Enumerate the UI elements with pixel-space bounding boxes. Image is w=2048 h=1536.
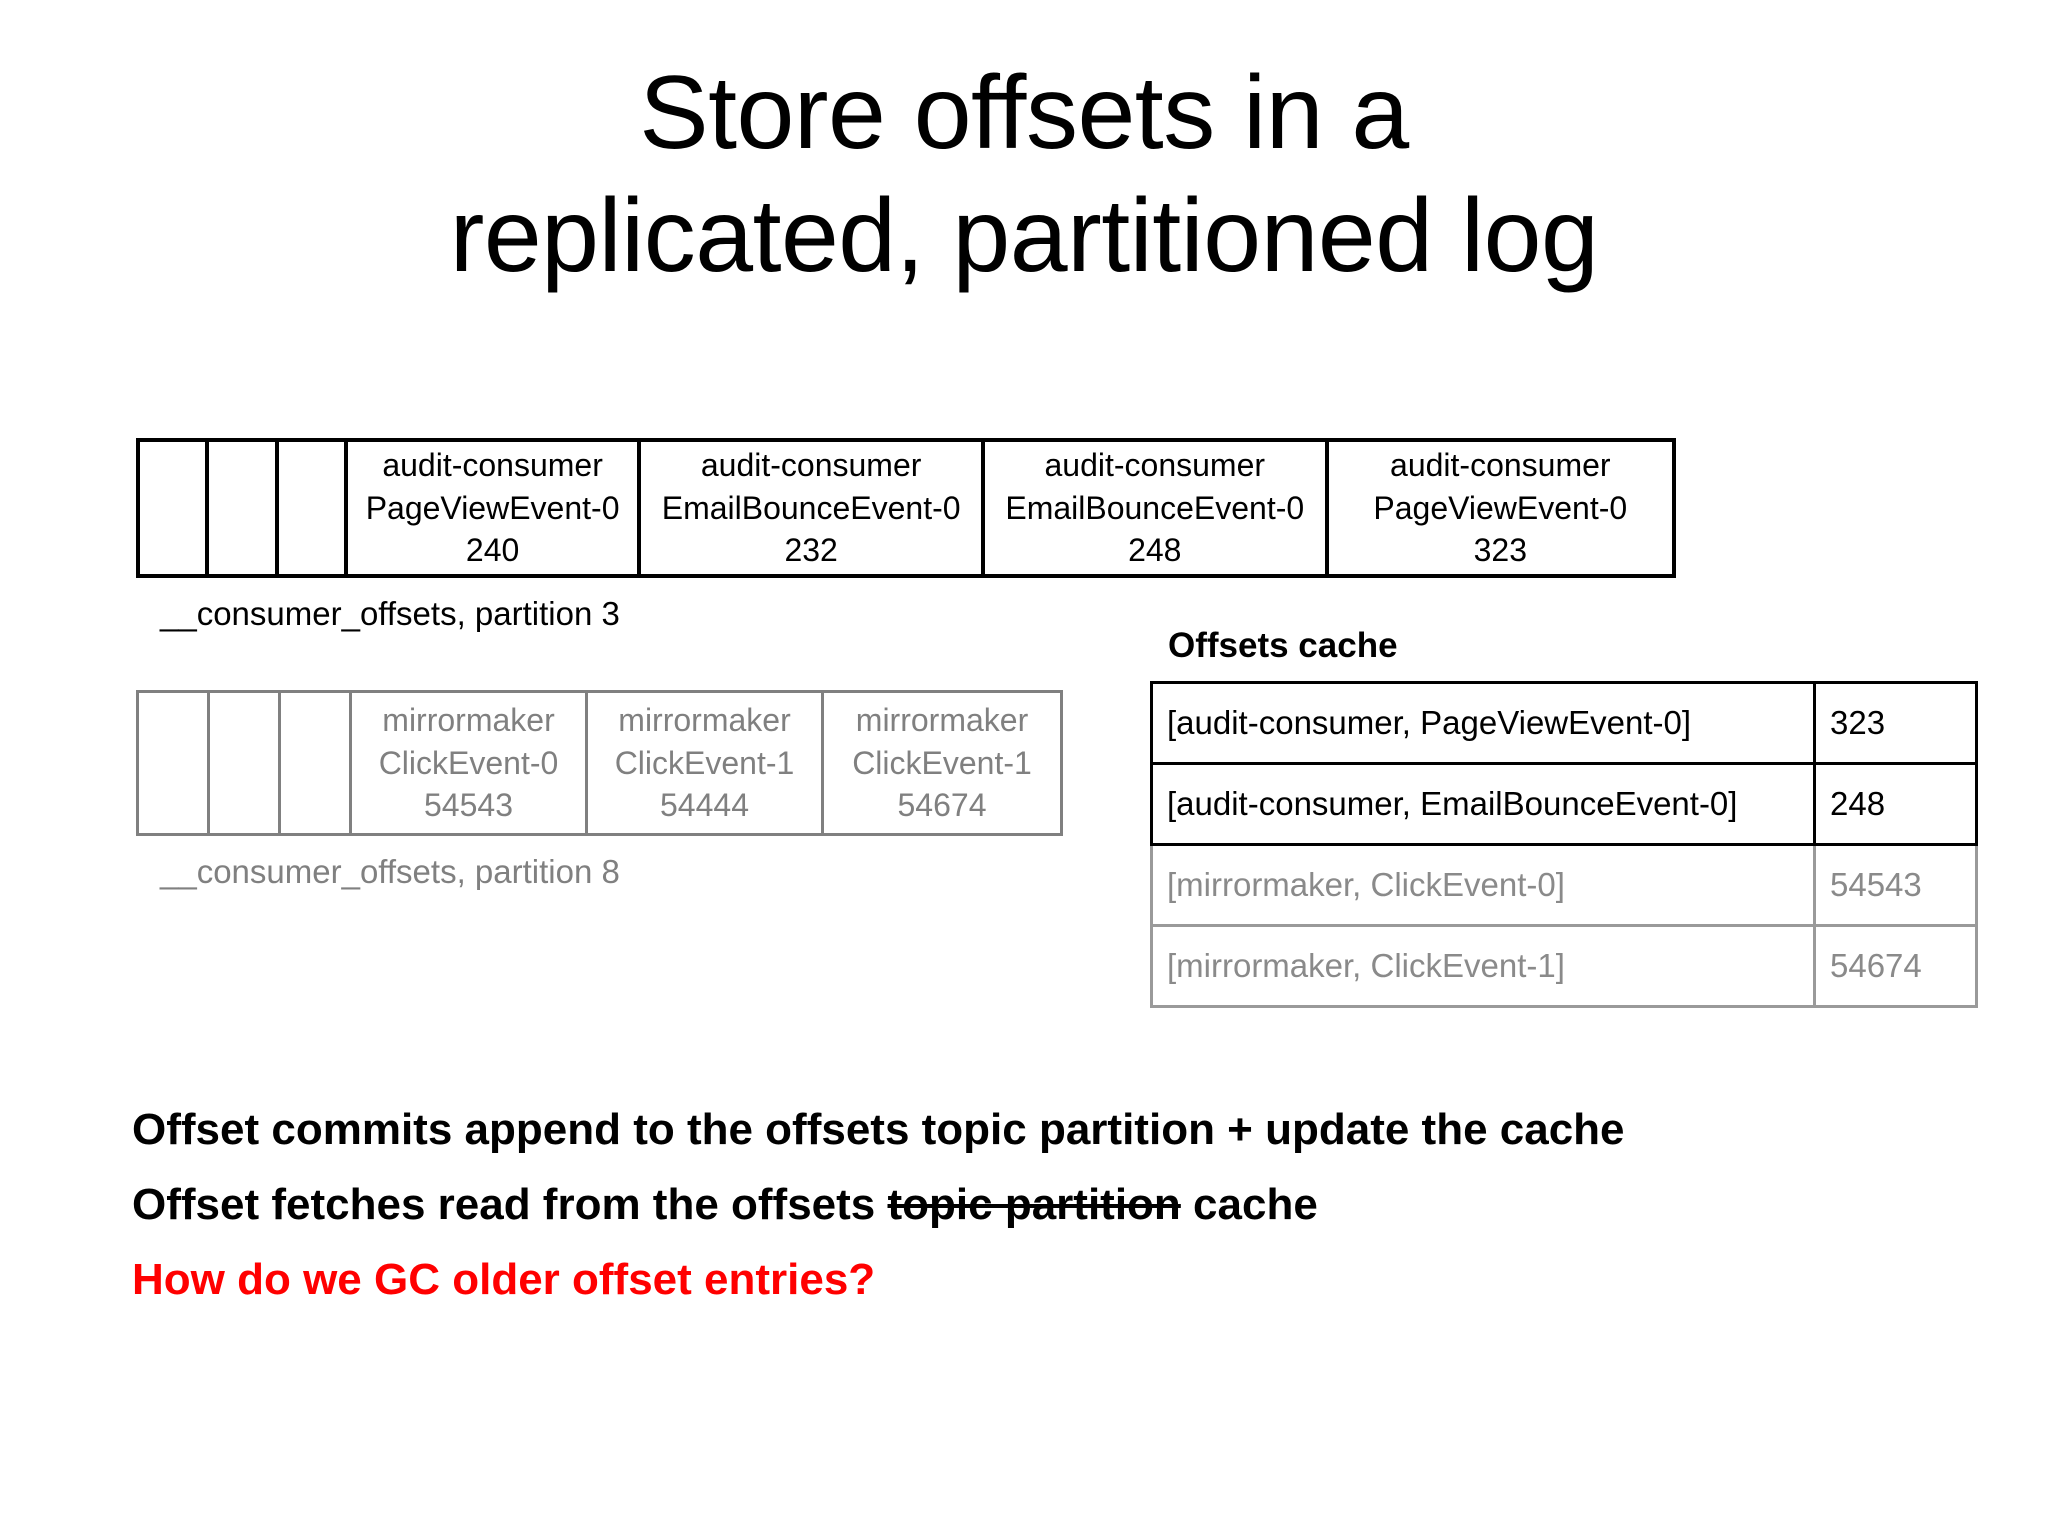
log-entry-topic-partition: ClickEvent-0 <box>378 744 559 781</box>
cache-key: [audit-consumer, PageViewEvent-0] <box>1150 681 1816 765</box>
offsets-cache-table: [audit-consumer, PageViewEvent-0] 323 [a… <box>1150 681 1978 1008</box>
log-entry-group: audit-consumer <box>1390 447 1611 484</box>
log-entry-offset: 54444 <box>660 787 749 824</box>
log-entry-cell: audit-consumer EmailBounceEvent-0 248 <box>985 442 1329 574</box>
log-entry-cell: mirrormaker ClickEvent-1 54674 <box>824 693 1060 833</box>
bullet-text: How do we GC older offset entries? <box>132 1255 876 1304</box>
log-partition-3-table: audit-consumer PageViewEvent-0 240 audit… <box>136 438 1676 578</box>
log-entry-group: mirrormaker <box>618 702 791 739</box>
cache-value: 54543 <box>1813 843 1978 927</box>
log-partition-8-caption: __consumer_offsets, partition 8 <box>160 853 620 890</box>
bullet-list: Offset commits append to the offsets top… <box>132 1092 1962 1317</box>
log-entry-offset: 248 <box>1128 532 1182 569</box>
cache-value: 248 <box>1813 762 1978 846</box>
log-entry-group: audit-consumer <box>382 447 603 484</box>
log-entry-offset: 240 <box>465 532 520 569</box>
cache-value: 54674 <box>1813 924 1978 1008</box>
log-entry-topic-partition: PageViewEvent-0 <box>365 489 620 526</box>
log-partition-8-table: mirrormaker ClickEvent-0 54543 mirrormak… <box>136 690 1063 836</box>
table-row: [audit-consumer, PageViewEvent-0] 323 <box>1150 681 1978 765</box>
log-entry-topic-partition: EmailBounceEvent-0 <box>661 489 961 526</box>
table-row: [mirrormaker, ClickEvent-1] 54674 <box>1150 924 1978 1008</box>
log-cell-empty <box>140 442 210 574</box>
table-row: [mirrormaker, ClickEvent-0] 54543 <box>1150 843 1978 927</box>
log-entry-topic-partition: ClickEvent-1 <box>852 744 1032 781</box>
log-entry-cell: mirrormaker ClickEvent-1 54444 <box>588 693 824 833</box>
log-entry-group: audit-consumer <box>1044 447 1266 484</box>
bullet-text: Offset commits append to the offsets top… <box>132 1105 1625 1154</box>
offsets-cache-heading: Offsets cache <box>1168 626 1398 665</box>
log-entry-cell: audit-consumer PageViewEvent-0 323 <box>1329 442 1672 574</box>
log-entry-topic-partition: PageViewEvent-0 <box>1373 489 1628 526</box>
cache-value: 323 <box>1813 681 1978 765</box>
cache-key: [mirrormaker, ClickEvent-0] <box>1150 843 1816 927</box>
log-entry-cell: audit-consumer PageViewEvent-0 240 <box>348 442 642 574</box>
log-entry-offset: 323 <box>1473 532 1527 569</box>
log-cell-empty <box>209 442 279 574</box>
log-entry-topic-partition: ClickEvent-1 <box>614 744 795 781</box>
log-entry-cell: audit-consumer EmailBounceEvent-0 232 <box>641 442 985 574</box>
log-entry-group: mirrormaker <box>855 702 1029 739</box>
log-partition-3-caption: __consumer_offsets, partition 3 <box>160 595 620 632</box>
bullet-offset-commits: Offset commits append to the offsets top… <box>132 1092 1962 1167</box>
log-entry-topic-partition: EmailBounceEvent-0 <box>1005 489 1305 526</box>
log-cell-empty <box>210 693 281 833</box>
log-entry-offset: 54674 <box>897 787 987 824</box>
log-entry-cell: mirrormaker ClickEvent-0 54543 <box>352 693 588 833</box>
bullet-offset-fetches: Offset fetches read from the offsets top… <box>132 1167 1962 1242</box>
page-title: Store offsets in a replicated, partition… <box>0 52 2048 297</box>
log-entry-group: audit-consumer <box>700 447 922 484</box>
cache-key: [audit-consumer, EmailBounceEvent-0] <box>1150 762 1816 846</box>
log-entry-offset: 232 <box>784 532 838 569</box>
bullet-text-struck: topic partition <box>887 1180 1181 1229</box>
log-cell-empty <box>279 442 348 574</box>
title-line-1: Store offsets in a <box>639 55 1409 171</box>
log-entry-group: mirrormaker <box>382 702 555 739</box>
bullet-text: Offset fetches read from the offsets <box>132 1180 888 1229</box>
table-row: [audit-consumer, EmailBounceEvent-0] 248 <box>1150 762 1978 846</box>
bullet-text: cache <box>1180 1180 1318 1229</box>
cache-key: [mirrormaker, ClickEvent-1] <box>1150 924 1816 1008</box>
title-line-2: replicated, partitioned log <box>449 177 1599 294</box>
log-cell-empty <box>281 693 352 833</box>
bullet-gc-question: How do we GC older offset entries? <box>132 1242 1962 1317</box>
log-cell-empty <box>139 693 210 833</box>
log-entry-offset: 54543 <box>424 787 513 824</box>
